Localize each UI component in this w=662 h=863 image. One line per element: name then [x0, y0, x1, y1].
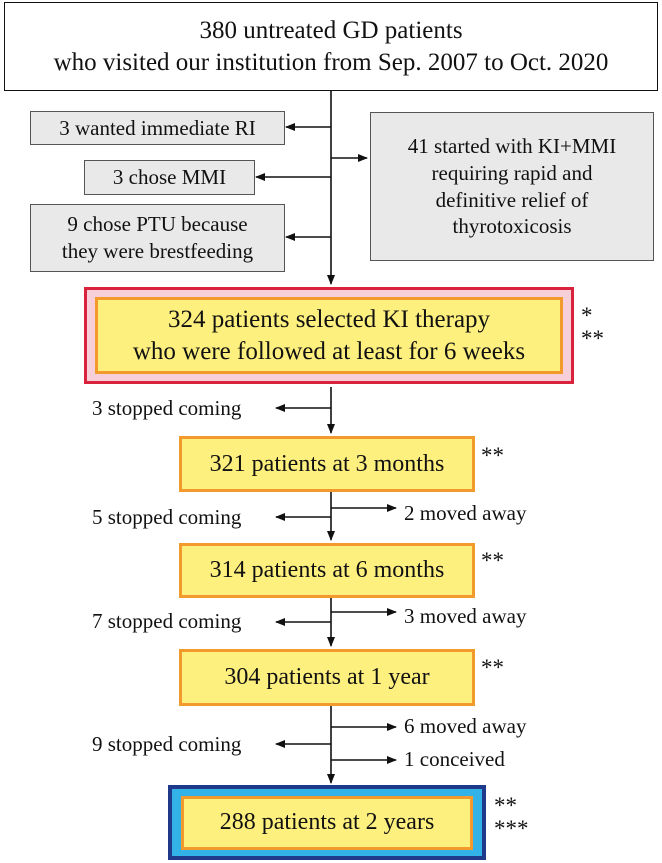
final-outer-box: 288 patients at 2 years	[168, 785, 486, 860]
s3-stopped-label: 7 stopped coming	[92, 609, 242, 633]
total-patients-box: 380 untreated GD patients who visited ou…	[4, 2, 658, 91]
chose-mmi-box: 3 chose MMI	[84, 160, 255, 195]
s2-moved-label: 2 moved away	[404, 501, 527, 525]
stage-1-year-text: 304 patients at 1 year	[224, 664, 430, 691]
stage-3-months-box: 321 patients at 3 months	[179, 436, 475, 492]
final-box: 288 patients at 2 years	[181, 795, 473, 850]
selected-significance-marks: * **	[581, 303, 604, 351]
s4-conceived-label: 1 conceived	[404, 747, 505, 771]
chose-ptu-box: 9 chose PTU because they were brestfeedi…	[30, 204, 285, 272]
final-text: 288 patients at 2 years	[219, 809, 435, 836]
ki-mmi-text: 41 started with KI+MMI requiring rapid a…	[407, 134, 617, 239]
selected-ki-text: 324 patients selected KI therapy who wer…	[132, 305, 526, 365]
stage-1-year-marks: **	[481, 655, 504, 680]
stage-6-months-text: 314 patients at 6 months	[209, 557, 445, 584]
s3-moved-label: 3 moved away	[404, 604, 527, 628]
stage-3-months-marks: **	[481, 443, 504, 468]
s4-moved-label: 6 moved away	[404, 714, 527, 738]
selected-ki-box: 324 patients selected KI therapy who wer…	[95, 297, 563, 374]
chose-ptu-text: 9 chose PTU because they were brestfeedi…	[61, 212, 254, 263]
immediate-ri-text: 3 wanted immediate RI	[59, 115, 256, 140]
ki-mmi-box: 41 started with KI+MMI requiring rapid a…	[370, 112, 654, 261]
stage-1-year-box: 304 patients at 1 year	[179, 649, 475, 706]
s4-stopped-label: 9 stopped coming	[92, 732, 242, 756]
chose-mmi-text: 3 chose MMI	[112, 165, 227, 190]
final-significance-marks: ** ***	[494, 793, 529, 841]
selected-ki-outer-box: 324 patients selected KI therapy who wer…	[84, 287, 574, 384]
s1-stopped-label: 3 stopped coming	[92, 396, 242, 420]
stage-6-months-box: 314 patients at 6 months	[179, 543, 475, 598]
stage-3-months-text: 321 patients at 3 months	[209, 450, 445, 477]
immediate-ri-box: 3 wanted immediate RI	[30, 111, 285, 145]
total-patients-text: 380 untreated GD patients who visited ou…	[53, 16, 609, 76]
stage-6-months-marks: **	[481, 548, 504, 573]
s2-stopped-label: 5 stopped coming	[92, 505, 242, 529]
